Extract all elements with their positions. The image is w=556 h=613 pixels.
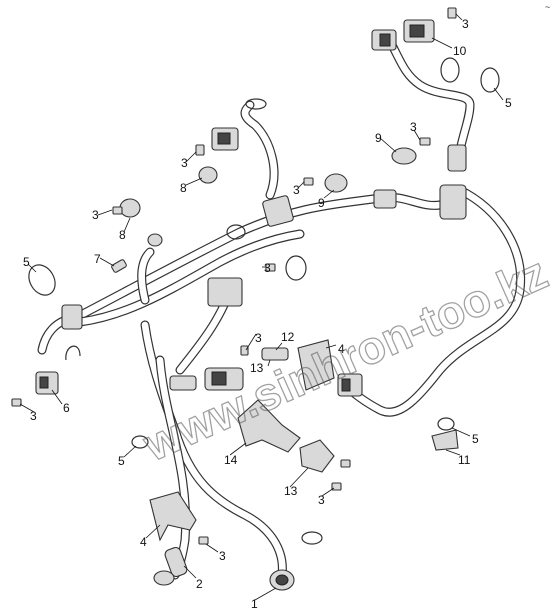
connector-10 (371, 19, 435, 51)
sensor-13 (299, 439, 335, 473)
leader-lines (19, 13, 504, 601)
connector-center (169, 367, 244, 391)
callout-label-c3c: 3 (30, 409, 37, 423)
harness-junctions (61, 144, 467, 330)
callout-label-c2: 2 (196, 577, 203, 591)
callout-label-c3d: 3 (255, 331, 262, 345)
callout-label-c3a: 3 (219, 549, 226, 563)
bracket-4-left (149, 491, 197, 542)
connectors (35, 19, 435, 591)
sensor-left (35, 371, 59, 395)
callout-label-c9a: 9 (318, 196, 325, 210)
callout-label-c5b: 5 (118, 454, 125, 468)
callout-label-c7: 7 (94, 252, 101, 266)
callout-label-c3j: 3 (462, 17, 469, 31)
bracket-11 (431, 429, 459, 451)
callout-label-c14: 14 (224, 453, 238, 467)
callout-label-c13a: 13 (284, 484, 298, 498)
callout-label-c8a: 8 (119, 228, 126, 242)
callout-label-c4a: 4 (140, 535, 147, 549)
callout-label-c1: 1 (251, 597, 258, 611)
callout-label-c12: 12 (281, 330, 295, 344)
sensor-right (337, 373, 363, 397)
callout-label-c9b: 9 (375, 131, 382, 145)
connector-1 (269, 569, 295, 591)
callout-label-c3e: 3 (264, 261, 271, 275)
bolts (11, 7, 457, 545)
callout-label-c5c: 5 (23, 255, 30, 269)
callout-label-c4b: 4 (338, 342, 345, 356)
callout-label-c3f: 3 (92, 208, 99, 222)
callout-label-c3h: 3 (181, 156, 188, 170)
bracket-14 (237, 399, 301, 453)
callout-label-c3b: 3 (318, 493, 325, 507)
callout-label-c5d: 5 (505, 96, 512, 110)
watermark-text: www.sinhron-too.kz (135, 246, 555, 471)
callout-label-c11: 11 (458, 453, 471, 467)
callout-label-c3i: 3 (410, 120, 417, 134)
callout-label-c5a: 5 (472, 432, 479, 446)
callout-label-c8b: 8 (180, 181, 187, 195)
callout-label-c6: 6 (63, 401, 70, 415)
callout-label-c10: 10 (453, 44, 467, 58)
sensor-2 (153, 546, 188, 586)
corner-mark: ~ (545, 2, 550, 12)
brackets (149, 339, 459, 542)
connector-top-left (211, 127, 239, 151)
bracket-4-right (297, 339, 335, 391)
callout-label-c3g: 3 (293, 183, 300, 197)
wiring-harness (37, 40, 526, 580)
callout-label-c13b: 13 (250, 361, 264, 375)
sensor-12 (261, 347, 289, 361)
cable-clips (28, 57, 500, 545)
